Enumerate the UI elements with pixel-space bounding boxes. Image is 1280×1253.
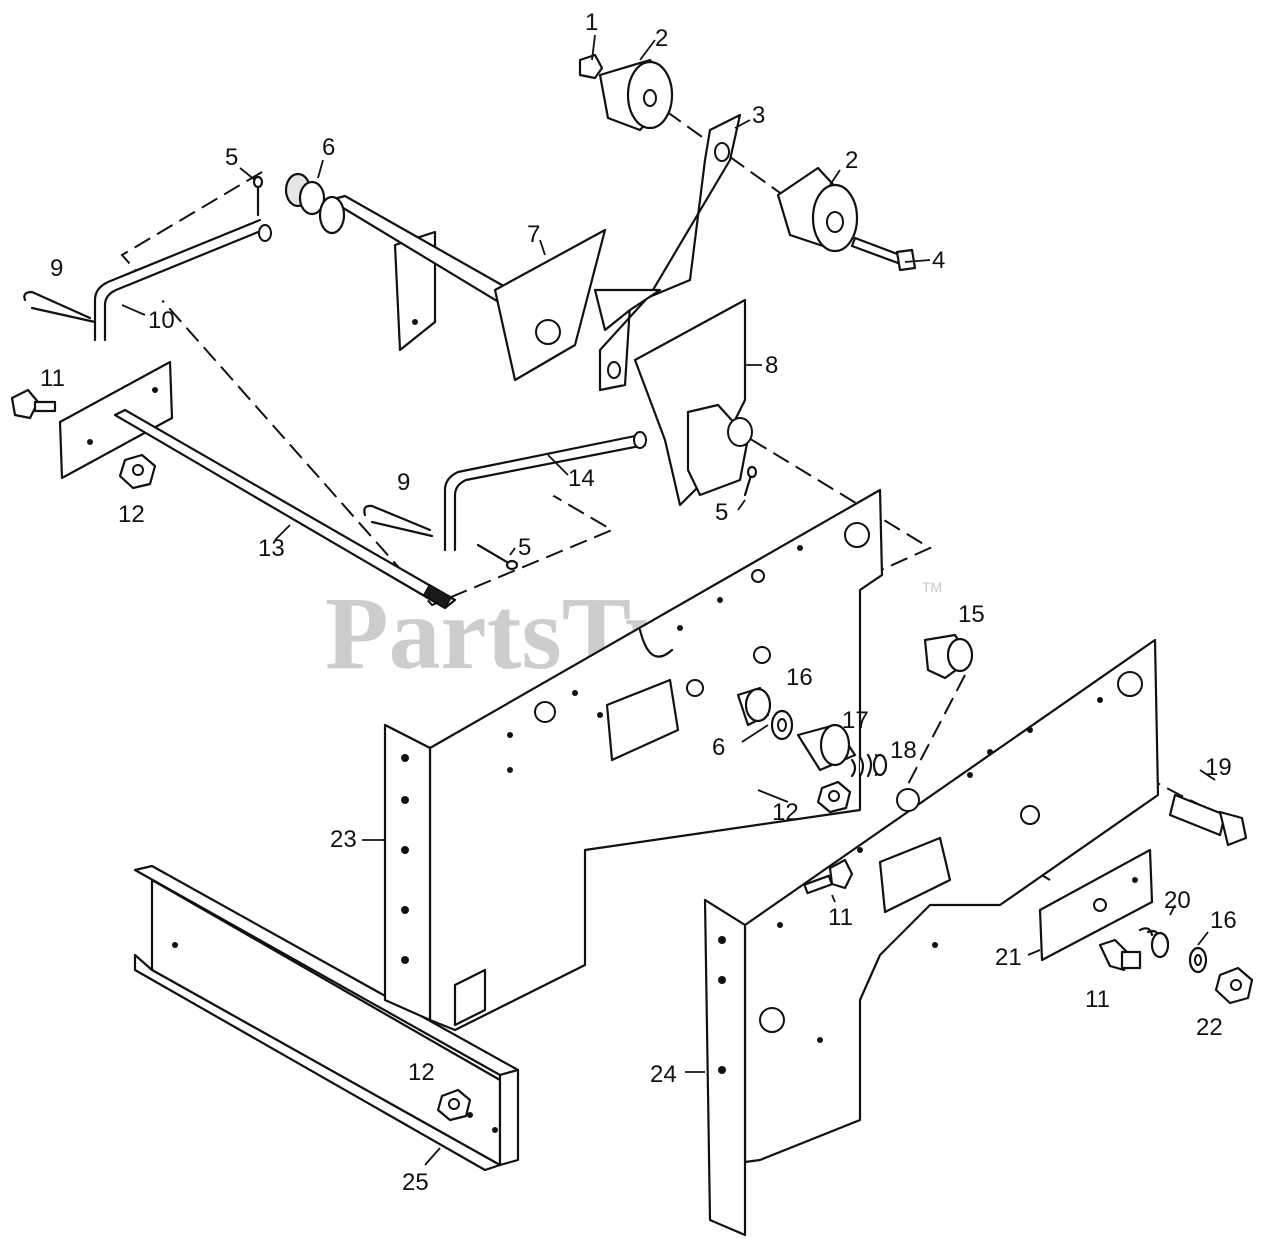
dash-line-left-loop <box>120 171 615 607</box>
part-16-washer-lower <box>1188 946 1208 974</box>
part-11-bolt-plate <box>803 858 854 895</box>
callout-5-right: 5 <box>715 499 728 526</box>
callout-12-rail: 12 <box>408 1059 435 1086</box>
callout-12-left: 12 <box>118 501 145 528</box>
part-17-tube <box>796 723 857 772</box>
callout-20: 20 <box>1164 887 1191 914</box>
callout-7: 7 <box>527 221 540 248</box>
part-9-hairpin-mid <box>363 504 434 538</box>
part-20-spring <box>1138 927 1170 959</box>
part-6-bushing-upper <box>284 172 326 216</box>
part-7-arm-bracket <box>318 194 607 382</box>
callout-labels: 1 2 2 3 4 5 5 5 6 6 7 8 9 9 10 11 11 11 … <box>40 9 1237 1196</box>
callout-6-upper: 6 <box>322 134 335 161</box>
part-11-bolt-right <box>1098 938 1142 972</box>
callout-11-right: 11 <box>1085 986 1110 1013</box>
callout-12-mid: 12 <box>772 799 799 826</box>
part-21-small-plate <box>1038 848 1154 962</box>
callout-3: 3 <box>752 102 765 129</box>
part-1-nut <box>578 53 604 80</box>
part-3-lever <box>593 113 742 392</box>
part-15-spacer <box>923 633 974 680</box>
callout-16-lower: 16 <box>1210 907 1237 934</box>
callout-10: 10 <box>148 307 175 334</box>
part-25-channel-rail <box>133 864 520 1172</box>
callout-11-left: 11 <box>40 365 65 392</box>
callout-19: 19 <box>1205 754 1232 781</box>
callout-leaders <box>121 34 1216 1166</box>
callout-25: 25 <box>402 1169 429 1196</box>
callout-17: 17 <box>842 707 869 734</box>
part-19-bolt <box>1168 793 1248 847</box>
callout-5-top: 5 <box>225 144 238 171</box>
watermark-trademark: TM <box>922 579 942 595</box>
part-5-cotter-pin-top <box>252 175 264 217</box>
part-4-bolt <box>850 236 917 272</box>
callout-9-mid: 9 <box>397 469 410 496</box>
part-5-cotter-pin-mid <box>476 543 519 571</box>
part-11-bolt-left <box>10 388 57 420</box>
callout-16-upper: 16 <box>786 664 813 691</box>
part-6-bushing-lower <box>736 686 772 727</box>
part-13-rod-with-plate <box>58 360 457 610</box>
part-12-nut-rail <box>436 1088 472 1122</box>
part-22-nut <box>1214 966 1254 1005</box>
callout-9-left: 9 <box>50 255 63 282</box>
part-12-nut-mid <box>816 780 852 814</box>
callout-4: 4 <box>932 247 945 274</box>
part-2-bumper-upper <box>598 58 674 132</box>
callout-2-lower: 2 <box>845 147 858 174</box>
callout-23: 23 <box>330 826 357 853</box>
part-2-bumper-lower <box>776 166 859 253</box>
callout-11-plate: 11 <box>828 904 853 931</box>
callout-2-upper: 2 <box>655 25 668 52</box>
callout-14: 14 <box>568 465 595 492</box>
callout-24: 24 <box>650 1061 677 1088</box>
part-16-washer-upper <box>770 709 794 741</box>
callout-13: 13 <box>258 535 285 562</box>
callout-6-lower: 6 <box>712 734 725 761</box>
callout-1: 1 <box>585 9 598 36</box>
callout-5-mid: 5 <box>518 534 531 561</box>
part-14-l-rod <box>443 431 647 552</box>
callout-15: 15 <box>958 601 985 628</box>
part-23-left-side-plate <box>383 488 884 1032</box>
dash-line-spacer <box>904 674 966 791</box>
part-9-hairpin-left <box>23 290 97 324</box>
part-5-cotter-pin-right <box>743 465 758 497</box>
callout-21: 21 <box>995 944 1022 971</box>
callout-8: 8 <box>765 352 778 379</box>
part-10-l-rod <box>93 218 272 342</box>
callout-18: 18 <box>890 737 917 764</box>
part-24-right-side-plate <box>703 638 1160 1237</box>
part-18-spring <box>850 753 888 778</box>
callout-22: 22 <box>1196 1014 1223 1041</box>
part-12-nut-left <box>118 453 157 490</box>
part-8-bracket <box>633 298 753 507</box>
